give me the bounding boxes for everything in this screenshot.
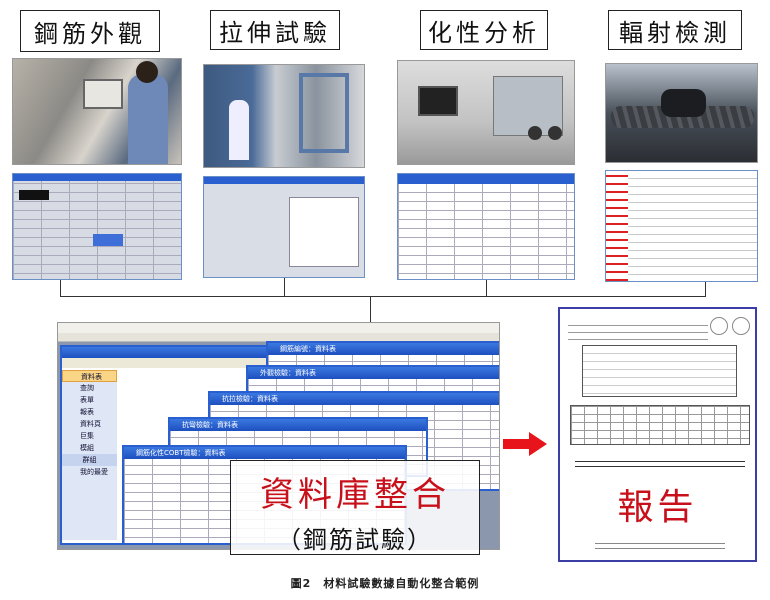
- nav-item[interactable]: 資料頁: [80, 420, 101, 428]
- nav-item[interactable]: 查詢: [80, 384, 94, 392]
- screenshot-radiation-table: [605, 170, 758, 282]
- arrow-right-icon: [503, 432, 547, 456]
- figure-caption: 圖2 材料試驗數據自動化整合範例: [290, 577, 480, 590]
- nav-item[interactable]: 模組: [80, 444, 94, 452]
- photo-chemical-analyzer: [397, 60, 575, 165]
- database-integration-title: 資料庫整合: [260, 475, 450, 515]
- screenshot-tensile-software: [203, 176, 365, 278]
- window-title: 鋼筋化性COBT檢驗：資料表: [124, 447, 405, 459]
- nav-group-header: 群組: [62, 454, 117, 466]
- label-radiation-test: 輻射檢測: [608, 10, 742, 50]
- window-title: 鋼筋編號：資料表: [268, 343, 499, 355]
- nav-item[interactable]: 資料表: [62, 370, 117, 382]
- db-main-window: 資料表 查詢 表單 報表 資料頁 巨集 模組 群組 我的最愛: [60, 345, 270, 545]
- photo-appearance-inspection: [12, 58, 182, 165]
- connector-line: [284, 278, 285, 296]
- report-stamp: 報告: [617, 487, 698, 528]
- connector-line: [370, 296, 371, 324]
- label-tensile-test: 拉伸試驗: [210, 10, 340, 50]
- nav-pane: 資料表 查詢 表單 報表 資料頁 巨集 模組 群組 我的最愛: [62, 370, 117, 540]
- nav-item[interactable]: 巨集: [80, 432, 94, 440]
- window-title: 抗彎檢驗：資料表: [170, 419, 426, 431]
- label-chemical-analysis: 化性分析: [420, 10, 548, 50]
- connector-line: [486, 280, 487, 296]
- database-integration-subtitle: （鋼筋試驗）: [277, 526, 433, 554]
- connector-line: [60, 296, 706, 297]
- screenshot-chemical-spreadsheet: [397, 173, 575, 280]
- photo-tensile-machine: [203, 64, 365, 168]
- connector-line: [705, 282, 706, 296]
- nav-item[interactable]: 我的最愛: [80, 468, 108, 476]
- connector-line: [60, 280, 61, 296]
- nav-item[interactable]: 報表: [80, 408, 94, 416]
- label-rebar-appearance: 鋼筋外觀: [20, 10, 160, 52]
- nav-item[interactable]: 表單: [80, 396, 94, 404]
- screenshot-appearance-software: [12, 173, 182, 280]
- report-document: 報告: [558, 307, 757, 562]
- window-title: 抗拉檢驗：資料表: [210, 393, 499, 405]
- window-title: 外觀檢驗：資料表: [248, 367, 499, 379]
- photo-radiation-detector: [605, 63, 758, 163]
- database-integration-box: 資料庫整合 （鋼筋試驗）: [230, 460, 480, 555]
